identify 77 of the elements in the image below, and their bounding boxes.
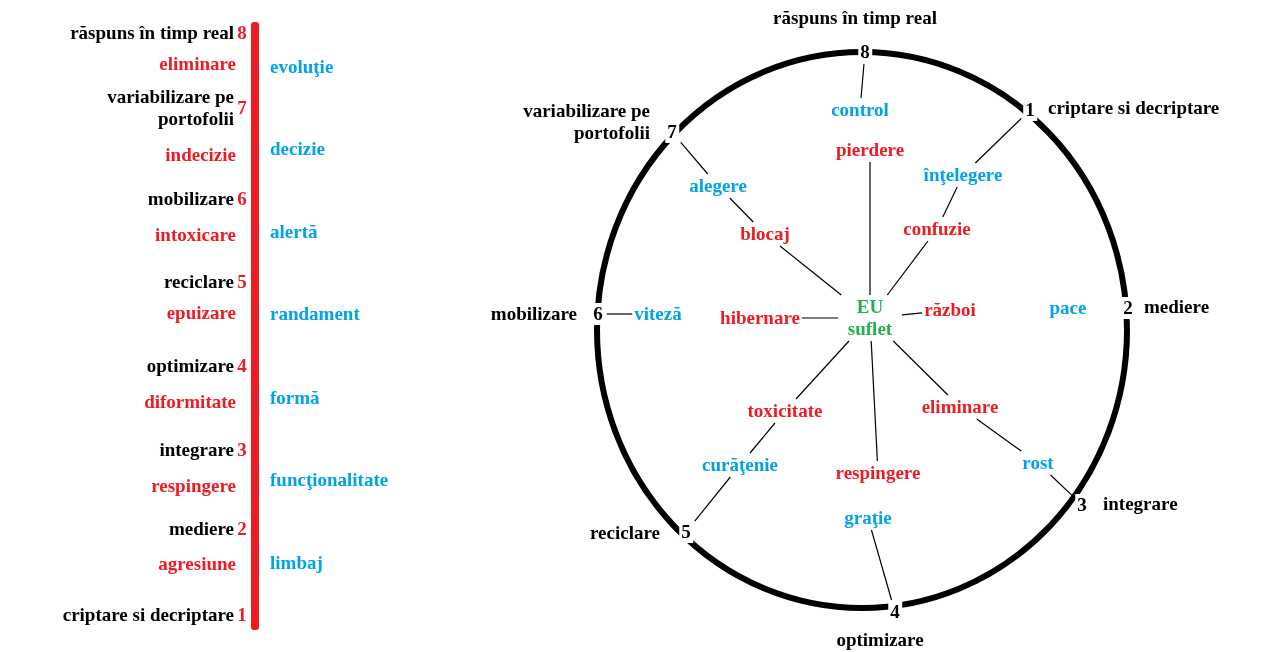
scale-label: alertă [270,221,318,243]
center-label: EU suflet [840,296,900,340]
point-label: criptare si decriptare [1048,97,1220,119]
connector-line [1049,474,1074,498]
connector-line [606,313,633,315]
scale-label: mobilizare [146,188,234,210]
point-number: 2 [1121,297,1135,319]
connector-line [749,422,776,454]
scale-label: intoxicare [155,224,236,246]
quality-label: graţie [844,507,892,529]
scale-label: optimizare [145,355,234,377]
connector-line [892,340,949,396]
scale-number: 7 [237,97,247,119]
problem-label: blocaj [740,223,790,245]
problem-label: respingere [835,462,921,484]
connector-line [801,317,839,319]
connector-line [860,63,865,99]
scale-label: agresiune [158,553,236,575]
scale-label: formă [270,387,320,409]
scale-label: reciclare [163,271,234,293]
scale-number: 1 [237,604,247,626]
quality-label: rost [1022,452,1054,474]
scale-number: 6 [237,188,247,210]
connector-line [870,529,893,601]
connector-line [942,186,958,218]
scale-label: limbaj [270,552,323,574]
scale-label: diformitate [144,391,236,413]
quality-label: alegere [689,175,747,197]
problem-label: eliminare [921,396,999,418]
problem-label: pierdere [835,139,905,161]
scale-label: evoluţie [270,56,334,78]
point-label: variabilizare pe portofolii [522,100,650,144]
point-label: reciclare [590,522,660,544]
point-number: 6 [591,303,605,325]
connector-line [869,161,871,296]
scale-label: variabilizare pe portofolii [106,86,234,130]
scale-number: 2 [237,518,247,540]
scale-label: randament [270,303,360,325]
problem-label: confuzie [903,218,971,240]
scale-label: mediere [167,518,234,540]
scale-number: 5 [237,271,247,293]
scale-label: criptare si decriptare [61,604,234,626]
scale-label: indecizie [165,144,236,166]
quality-label: pace [1049,297,1087,319]
problem-label: toxicitate [747,400,823,422]
scale-label: respingere [151,475,236,497]
connector-line [779,245,842,296]
scale-number: 3 [237,439,247,461]
scale-label: integrare [158,439,234,461]
scale-label: epuizare [166,302,236,324]
scale-number: 8 [237,22,247,44]
point-label: mediere [1144,296,1210,318]
point-number: 7 [665,121,679,143]
point-label: optimizare [836,629,924,651]
connector-line [729,197,754,223]
quality-label: înţelegere [923,164,1003,186]
connector-line [795,340,850,400]
connector-line [974,117,1022,164]
connector-line [870,340,878,462]
connector-line [694,476,731,522]
quality-label: curăţenie [702,454,778,476]
connector-line [680,141,709,175]
point-label: răspuns în timp real [773,7,937,29]
scale-label: eliminare [159,53,236,75]
scale-label: răspuns în timp real [69,22,234,44]
connector-line [886,240,929,296]
connector-line [901,312,923,316]
scale-label: decizie [270,138,325,160]
quality-label: control [831,99,889,121]
scale-number: 4 [237,355,247,377]
point-label: mobilizare [490,303,577,325]
point-label: integrare [1103,493,1178,515]
problem-label: hibernare [720,307,800,329]
quality-label: viteză [634,303,682,325]
problem-label: război [924,299,976,321]
scale-label: funcţionalitate [270,469,389,491]
connector-line [976,418,1022,452]
